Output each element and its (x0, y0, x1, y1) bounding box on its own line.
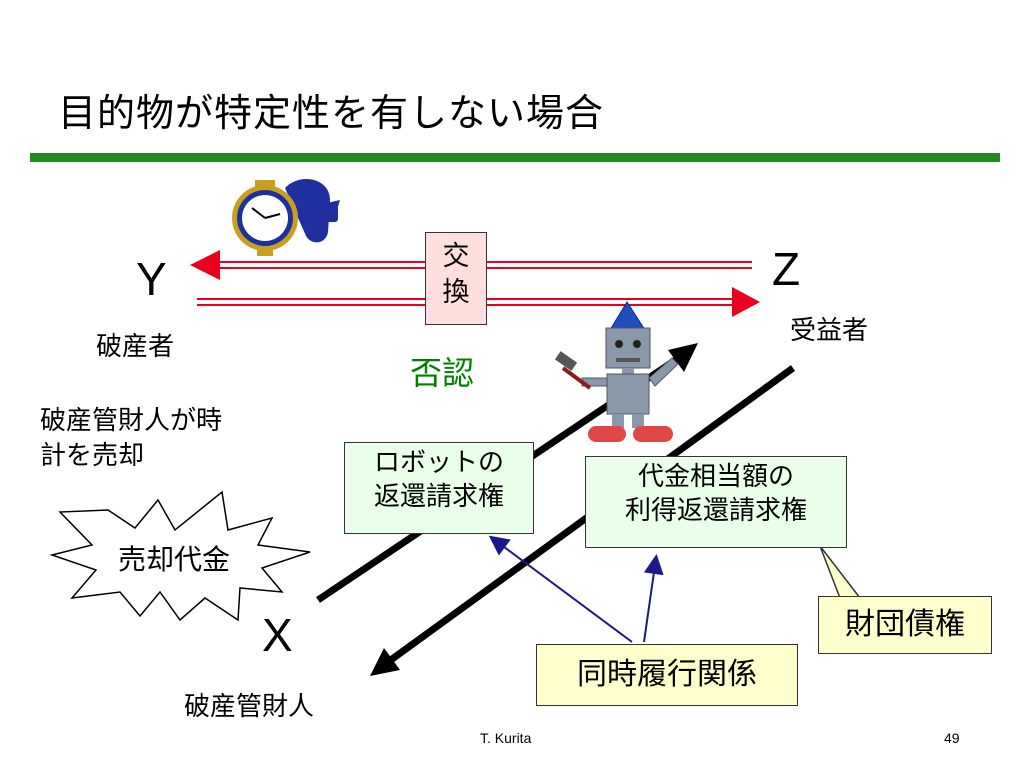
simultaneous-arrow-to-price-claim (643, 554, 664, 643)
party-x-role: 破産管財人 (184, 692, 315, 722)
robot-claim-box: ロボットの 返還請求権 (344, 442, 534, 534)
watch-icon (232, 178, 340, 256)
estate-claim-box: 財団債権 (818, 596, 992, 654)
party-y-letter: Y (136, 253, 167, 305)
robot-claim-line-2: 返還請求権 (373, 481, 504, 512)
sale-note-line-2: 計を売却 (40, 441, 145, 472)
party-x-letter: X (262, 609, 293, 661)
party-z-letter: Z (772, 243, 801, 295)
proceeds-label: 売却代金 (118, 543, 231, 576)
footer-author: T. Kurita (480, 730, 532, 746)
denial-label: 否認 (410, 354, 475, 392)
estate-claim-label: 財団債権 (845, 607, 965, 642)
party-z-role: 受益者 (790, 316, 869, 346)
page-number: 49 (944, 730, 960, 746)
estate-claim-callout-tail (819, 545, 862, 599)
sale-note: 破産管財人が時 計を売却 (40, 404, 222, 474)
title-underline (30, 153, 1000, 162)
price-claim-box: 代金相当額の 利得返還請求権 (585, 456, 847, 548)
exchange-line-2: 換 (442, 277, 470, 309)
slide-title: 目的物が特定性を有しない場合 (58, 91, 605, 135)
price-claim-line-1: 代金相当額の (637, 462, 794, 492)
sale-note-line-1: 破産管財人が時 (40, 406, 223, 436)
simultaneous-arrow-to-robot-claim (488, 535, 633, 643)
robot-claim-line-1: ロボットの (373, 448, 504, 478)
hammer-icon (554, 351, 592, 390)
simultaneous-label: 同時履行関係 (577, 657, 757, 692)
robot-icon (581, 301, 679, 442)
party-y-role: 破産者 (96, 332, 175, 362)
exchange-box: 交 換 (425, 232, 487, 325)
exchange-line-1: 交 (442, 241, 470, 272)
price-claim-line-2: 利得返還請求権 (624, 495, 807, 526)
proceeds-burst (49, 490, 311, 622)
simultaneous-box: 同時履行関係 (536, 644, 798, 706)
